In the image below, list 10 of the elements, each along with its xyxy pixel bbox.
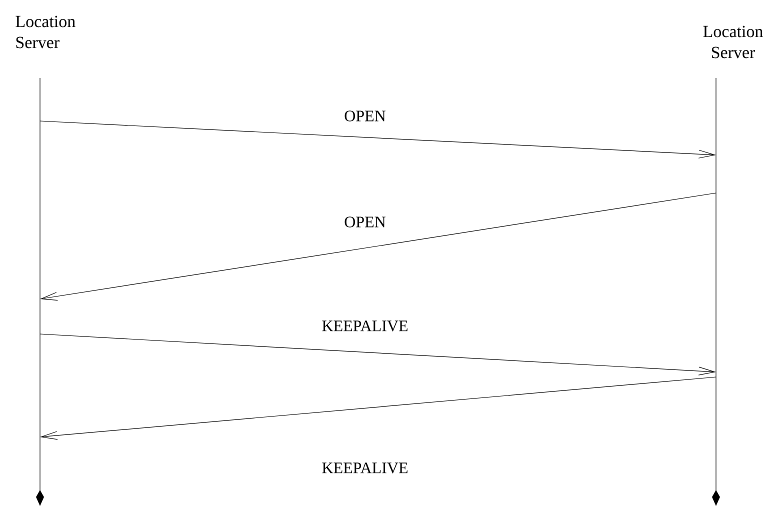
arrow [40,192,716,301]
message-label: OPEN [343,110,387,122]
participant-label: Location Server [16,16,76,48]
arrow [40,376,716,440]
message-label: KEEPALIVE [320,320,410,332]
arrow [40,120,716,158]
message-label: KEEPALIVE [320,462,410,474]
message-label: OPEN [343,216,387,228]
arrow [40,334,716,376]
participant-label: Location Server [703,26,763,58]
